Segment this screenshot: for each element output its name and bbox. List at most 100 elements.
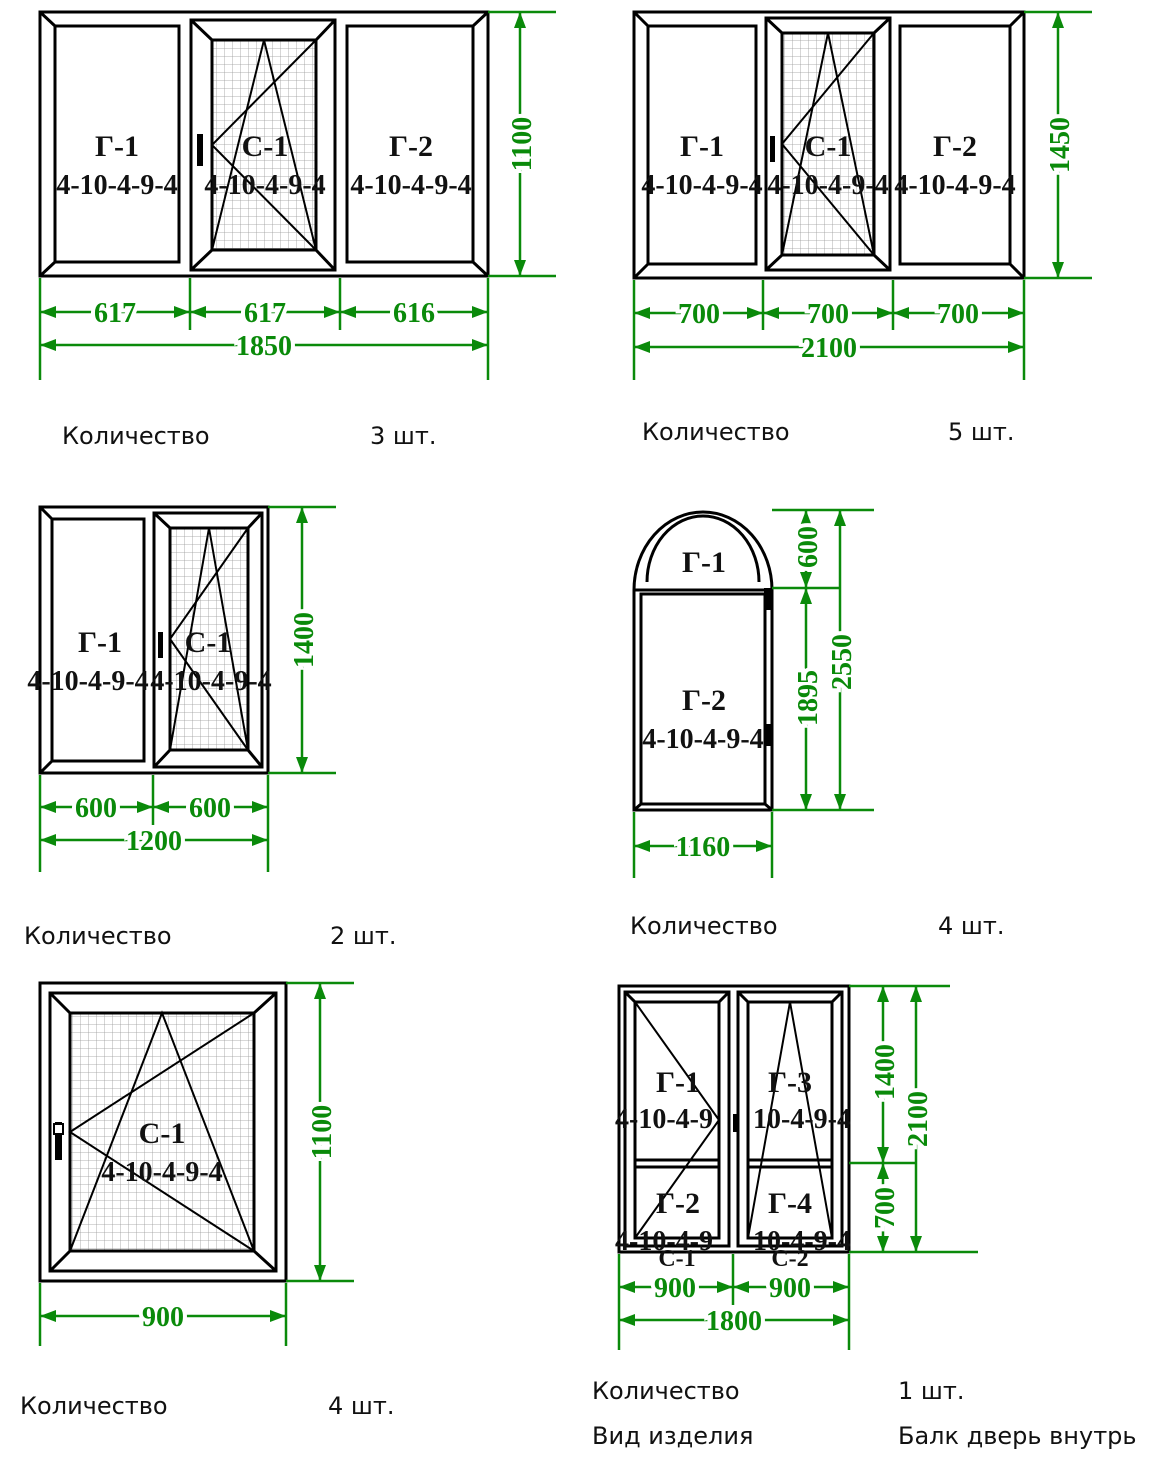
window-2-outer-frame: [632, 10, 1026, 280]
window-2-height: 1450: [1045, 117, 1076, 173]
window-6-handle: [733, 1114, 738, 1132]
window-4-pane-2-glass: 4-10-4-9-4: [642, 724, 763, 755]
window-3-turn-mark: [168, 527, 249, 751]
window-6-type-label: Вид изделия: [592, 1422, 754, 1450]
window-1-tilt-turn-mark: [211, 39, 317, 251]
window-6-lower-height: 700: [870, 1187, 901, 1229]
window-6: [617, 984, 851, 1254]
window-6-quantity-value: 1 шт.: [898, 1377, 965, 1405]
window-2-width-3: 700: [937, 299, 979, 330]
window-3-quantity-value: 2 шт.: [330, 922, 397, 950]
window-2-pane-2-label: С-1: [805, 130, 852, 163]
window-4-pane-2-label: Г-2: [682, 684, 726, 717]
window-5-tilt-turn-mark: [69, 1010, 255, 1252]
window-3-tilt-turn-mark: [169, 527, 249, 751]
window-3-quantity-label: Количество: [24, 922, 172, 950]
window-6-pane-1-label: Г-1: [656, 1066, 700, 1099]
window-5-quantity-label: Количество: [20, 1392, 168, 1420]
window-1-width-1: 617: [94, 298, 136, 329]
window-1-pane-3-label: Г-2: [389, 130, 433, 163]
window-5-outer-frame: [38, 981, 288, 1283]
window-6-left-sash-mark: [634, 1001, 721, 1239]
window-2-quantity-value: 5 шт.: [948, 418, 1015, 446]
window-4-total-height: 2550: [827, 634, 858, 690]
window-4-quantity-label: Количество: [630, 912, 778, 940]
window-1-pane-2-label: С-1: [242, 130, 289, 163]
window-6-outer-frame: [617, 984, 851, 1254]
window-1-quantity-value: 3 шт.: [370, 422, 437, 450]
window-4-arch-frame: [632, 510, 774, 812]
window-4-quantity-value: 4 шт.: [938, 912, 1005, 940]
window-1-quantity-label: Количество: [62, 422, 210, 450]
window-1-outer-frame: [38, 10, 490, 278]
window-4-arch-height: 600: [793, 526, 824, 568]
window-1-turn-mark: [210, 39, 317, 251]
window-6-pane-3-label: Г-2: [656, 1187, 700, 1220]
window-6-total-height: 2100: [903, 1091, 934, 1147]
window-3-total-width: 1200: [126, 826, 182, 857]
window-5-sash-glass: [68, 1011, 256, 1253]
window-6-width-1: 900: [654, 1273, 696, 1304]
window-1: [38, 10, 490, 278]
window-3-pane-2-glass: 4-10-4-9-4: [150, 666, 271, 697]
window-5-handle: [55, 1122, 62, 1160]
window-6-sash-1-label: С-1: [658, 1246, 695, 1272]
window-2-pane-1-label: Г-1: [680, 130, 724, 163]
window-3: [38, 505, 270, 775]
window-2-pane-1-glass: 4-10-4-9-4: [641, 170, 762, 201]
window-3-pane-2-label: С-1: [185, 626, 232, 659]
window-4-lower-height: 1895: [793, 670, 824, 726]
window-6-right-sash-mark: [747, 1001, 833, 1239]
window-5-pane-1-glass: 4-10-4-9-4: [101, 1157, 222, 1188]
window-6-pane-2-glass: 10-4-9-4: [753, 1104, 851, 1135]
window-2-pane-3-label: Г-2: [933, 130, 977, 163]
window-5-height: 1100: [307, 1105, 338, 1159]
window-2-width-2: 700: [807, 299, 849, 330]
window-2-handle: [770, 136, 775, 162]
window-6-width-2: 900: [769, 1273, 811, 1304]
window-5: [38, 981, 288, 1283]
window-3-outer-frame: [38, 505, 270, 775]
window-1-pane-2-glass: 4-10-4-9-4: [204, 170, 325, 201]
window-1-total-width: 1850: [236, 331, 292, 362]
window-2-quantity-label: Количество: [642, 418, 790, 446]
window-6-pane-4-glass: 10-4-9-4: [753, 1226, 851, 1257]
window-6-pane-4-label: Г-4: [768, 1187, 812, 1220]
window-4-pane-1-label: Г-1: [682, 546, 726, 579]
window-1-dimensions: [38, 10, 556, 380]
window-2-pane-3-glass: 4-10-4-9-4: [894, 170, 1015, 201]
window-3-height: 1400: [289, 612, 320, 668]
window-1-pane-3-glass: 4-10-4-9-4: [350, 170, 471, 201]
window-6-type-value: Балк дверь внутрь: [898, 1422, 1137, 1450]
window-3-pane-1-glass: 4-10-4-9-4: [27, 666, 148, 697]
window-5-total-width: 900: [142, 1302, 184, 1333]
window-1-pane-1-glass: 4-10-4-9-4: [56, 170, 177, 201]
window-4-hinge-bottom: [764, 724, 772, 746]
window-6-pane-1-glass: 4-10-4-9: [615, 1104, 713, 1135]
window-5-turn-mark: [68, 1012, 255, 1252]
window-3-width-2: 600: [189, 793, 231, 824]
window-4: [632, 510, 774, 812]
window-6-sash-2-label: С-2: [771, 1246, 808, 1272]
window-1-width-3: 616: [393, 298, 435, 329]
window-2-total-width: 2100: [801, 333, 857, 364]
window-6-upper-height: 1400: [870, 1044, 901, 1100]
window-6-quantity-label: Количество: [592, 1377, 740, 1405]
window-4-hinge-top: [764, 588, 772, 610]
window-5-quantity-value: 4 шт.: [328, 1392, 395, 1420]
window-1-handle: [197, 134, 203, 166]
window-1-pane-1-label: Г-1: [95, 130, 139, 163]
window-3-handle: [158, 632, 163, 658]
window-2: [632, 10, 1026, 280]
window-3-width-1: 600: [75, 793, 117, 824]
window-2-dimensions: [632, 10, 1092, 380]
window-6-pane-3-glass: 4-10-4-9: [615, 1226, 713, 1257]
window-1-height: 1100: [507, 117, 538, 171]
window-2-tilt-turn-mark: [781, 32, 875, 256]
window-1-width-2: 617: [244, 298, 286, 329]
window-4-dimensions: [632, 508, 874, 878]
window-2-width-1: 700: [678, 299, 720, 330]
window-2-pane-2-glass: 4-10-4-9-4: [767, 170, 888, 201]
window-5-pane-1-label: С-1: [139, 1117, 186, 1150]
